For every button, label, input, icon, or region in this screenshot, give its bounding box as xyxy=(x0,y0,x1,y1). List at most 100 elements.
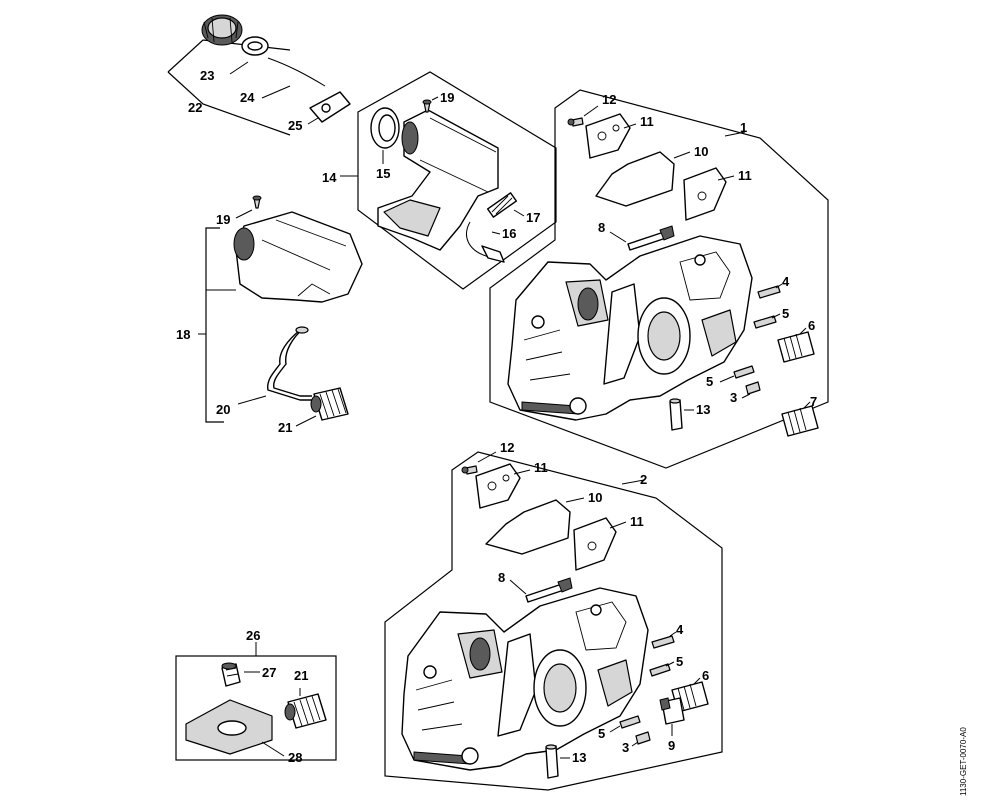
group-14-handle: 14 15 19 17 xyxy=(322,71,557,290)
stud-5-top-b xyxy=(733,365,755,379)
fuel-tank-body xyxy=(233,211,363,303)
callout-28: 28 xyxy=(288,750,302,765)
callout-11-bottom-a: 11 xyxy=(534,460,548,475)
gasket-11-bottom-right xyxy=(573,517,617,571)
seal-ring-part xyxy=(241,36,269,56)
callout-21-kit: 21 xyxy=(294,668,308,683)
callout-20: 20 xyxy=(216,402,230,417)
callout-19-tank: 19 xyxy=(216,212,230,227)
group-18-fuel-tank: 18 19 20 21 xyxy=(176,195,363,435)
gasket-11-bottom xyxy=(475,463,521,509)
stud-3-top xyxy=(745,381,761,395)
plate-10-bottom xyxy=(485,499,571,555)
oil-pickup-17 xyxy=(486,192,518,218)
group-2-crankcase: 2 12 11 10 11 xyxy=(384,440,723,791)
callout-16: 16 xyxy=(502,226,516,241)
stud-4-top xyxy=(757,285,781,299)
callout-22: 22 xyxy=(188,100,202,115)
valve-27 xyxy=(221,662,241,687)
callout-4-bottom: 4 xyxy=(676,622,684,637)
plate-10-top xyxy=(595,151,675,207)
bolt-8-top xyxy=(627,225,675,251)
stud-4-bottom xyxy=(651,635,675,649)
callout-23: 23 xyxy=(200,68,214,83)
group-22-tank-cap: 23 24 22 25 xyxy=(167,14,351,136)
gasket-11-top xyxy=(585,113,631,159)
callout-8-bottom: 8 xyxy=(498,570,505,585)
callout-27: 27 xyxy=(262,665,276,680)
reference-code: 1130-GET-0070-A0 xyxy=(959,727,968,796)
gasket-plate-28 xyxy=(185,699,273,755)
group-14-frame xyxy=(357,71,557,290)
callout-5-top-b: 5 xyxy=(706,374,713,389)
plug-6-top xyxy=(777,331,815,363)
callout-11-top-a: 11 xyxy=(640,114,654,129)
callout-17: 17 xyxy=(526,210,540,225)
callout-9: 9 xyxy=(668,738,675,753)
group-26-kit: 26 27 21 28 xyxy=(175,628,337,765)
group-18-bracket xyxy=(205,227,224,423)
callout-10-top: 10 xyxy=(694,144,708,159)
screw-9 xyxy=(659,697,685,725)
crankcase-body-bottom xyxy=(401,587,649,771)
screw-12-bottom xyxy=(461,465,478,475)
seal-ring-15 xyxy=(370,107,400,149)
fuel-filter-21 xyxy=(310,387,349,421)
callout-12-bottom: 12 xyxy=(500,440,514,455)
callout-13-bottom: 13 xyxy=(572,750,586,765)
leader-23 xyxy=(229,61,249,75)
callout-7: 7 xyxy=(810,394,817,409)
callout-11-top-b: 11 xyxy=(738,168,752,183)
callout-19-top: 19 xyxy=(440,90,454,105)
callout-13-top: 13 xyxy=(696,402,710,417)
callout-8-top: 8 xyxy=(598,220,605,235)
leader-25 xyxy=(307,117,319,125)
plug-7 xyxy=(781,405,819,437)
callout-6-top: 6 xyxy=(808,318,815,333)
callout-5-bottom-b: 5 xyxy=(598,726,605,741)
callout-25: 25 xyxy=(288,118,302,133)
fuel-hose-20 xyxy=(266,326,312,401)
fuel-filter-21-kit xyxy=(284,693,327,729)
callout-26: 26 xyxy=(246,628,260,643)
retaining-cord-part xyxy=(267,57,326,87)
group-2-frame xyxy=(384,451,723,791)
callout-5-top-a: 5 xyxy=(782,306,789,321)
stud-5-bottom-b xyxy=(619,715,641,729)
callout-18: 18 xyxy=(176,327,190,342)
oil-hose-16 xyxy=(466,221,505,263)
group-1-frame xyxy=(489,89,829,469)
retainer-part xyxy=(309,91,351,123)
leader-24 xyxy=(261,85,291,99)
screw-19-tank xyxy=(252,195,262,209)
callout-3-bottom: 3 xyxy=(622,740,629,755)
stud-5-bottom-a xyxy=(649,663,671,677)
callout-12-top: 12 xyxy=(602,92,616,107)
callout-15: 15 xyxy=(376,166,390,181)
callout-10-bottom: 10 xyxy=(588,490,602,505)
callout-6-bottom: 6 xyxy=(702,668,709,683)
crankcase-body-top xyxy=(507,235,753,421)
callout-14: 14 xyxy=(322,170,337,185)
callout-11-bottom-b: 11 xyxy=(630,514,644,529)
callout-1: 1 xyxy=(740,120,747,135)
callout-24: 24 xyxy=(240,90,255,105)
sleeve-13-bottom xyxy=(545,744,559,779)
screw-12-top xyxy=(567,117,584,127)
callout-2: 2 xyxy=(640,472,647,487)
sleeve-13-top xyxy=(669,398,683,431)
callout-3-top: 3 xyxy=(730,390,737,405)
tank-cap-part xyxy=(201,14,243,46)
stud-5-top-a xyxy=(753,315,777,329)
callout-5-bottom-a: 5 xyxy=(676,654,683,669)
bolt-8-bottom xyxy=(525,577,573,603)
gasket-11-top-right xyxy=(683,167,727,221)
screw-19-top xyxy=(422,99,432,113)
group-22-bracket xyxy=(167,39,291,73)
group-1-crankcase: 1 12 11 10 11 xyxy=(489,89,829,469)
callout-21-top: 21 xyxy=(278,420,292,435)
stud-3-bottom xyxy=(635,731,651,745)
callout-4-top: 4 xyxy=(782,274,790,289)
handle-housing xyxy=(377,109,499,251)
